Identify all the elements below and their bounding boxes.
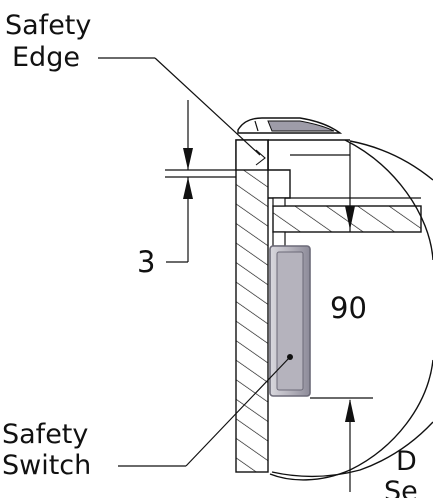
switch-mount bbox=[272, 231, 286, 247]
safety-edge-leader-d bbox=[154, 57, 261, 156]
safety-edge-body bbox=[267, 139, 350, 199]
safety-edge-label-line1: Safety bbox=[5, 10, 91, 41]
safety-switch-label-line1: Safety bbox=[2, 419, 88, 450]
safety-switch-face bbox=[276, 251, 304, 391]
safety-edge-inner bbox=[255, 149, 266, 166]
edge-cap-line bbox=[254, 120, 259, 132]
detail-circle bbox=[271, 140, 433, 478]
bar-end-block bbox=[272, 197, 286, 207]
dimension-gap-value: 3 bbox=[137, 245, 155, 279]
edge-cap-shading bbox=[267, 120, 335, 132]
safety-switch-leader-d bbox=[185, 356, 291, 467]
clipped-label-line2: Se bbox=[384, 476, 418, 498]
safety-edge-label-line2: Edge bbox=[12, 42, 80, 73]
dim-gap-arrow-bottom bbox=[183, 177, 193, 199]
safety-edge-profile bbox=[235, 139, 269, 171]
detail-circle-arc bbox=[269, 139, 433, 481]
dim-height-arrow-top bbox=[345, 206, 355, 230]
dim-height-arrow-bottom bbox=[345, 399, 355, 422]
dimension-height-value: 90 bbox=[330, 291, 367, 325]
dim-gap-arrow-top bbox=[183, 148, 193, 170]
clipped-label-line1: D bbox=[396, 446, 417, 477]
safety-switch-label-line2: Switch bbox=[2, 450, 91, 481]
door-wall bbox=[235, 139, 269, 473]
